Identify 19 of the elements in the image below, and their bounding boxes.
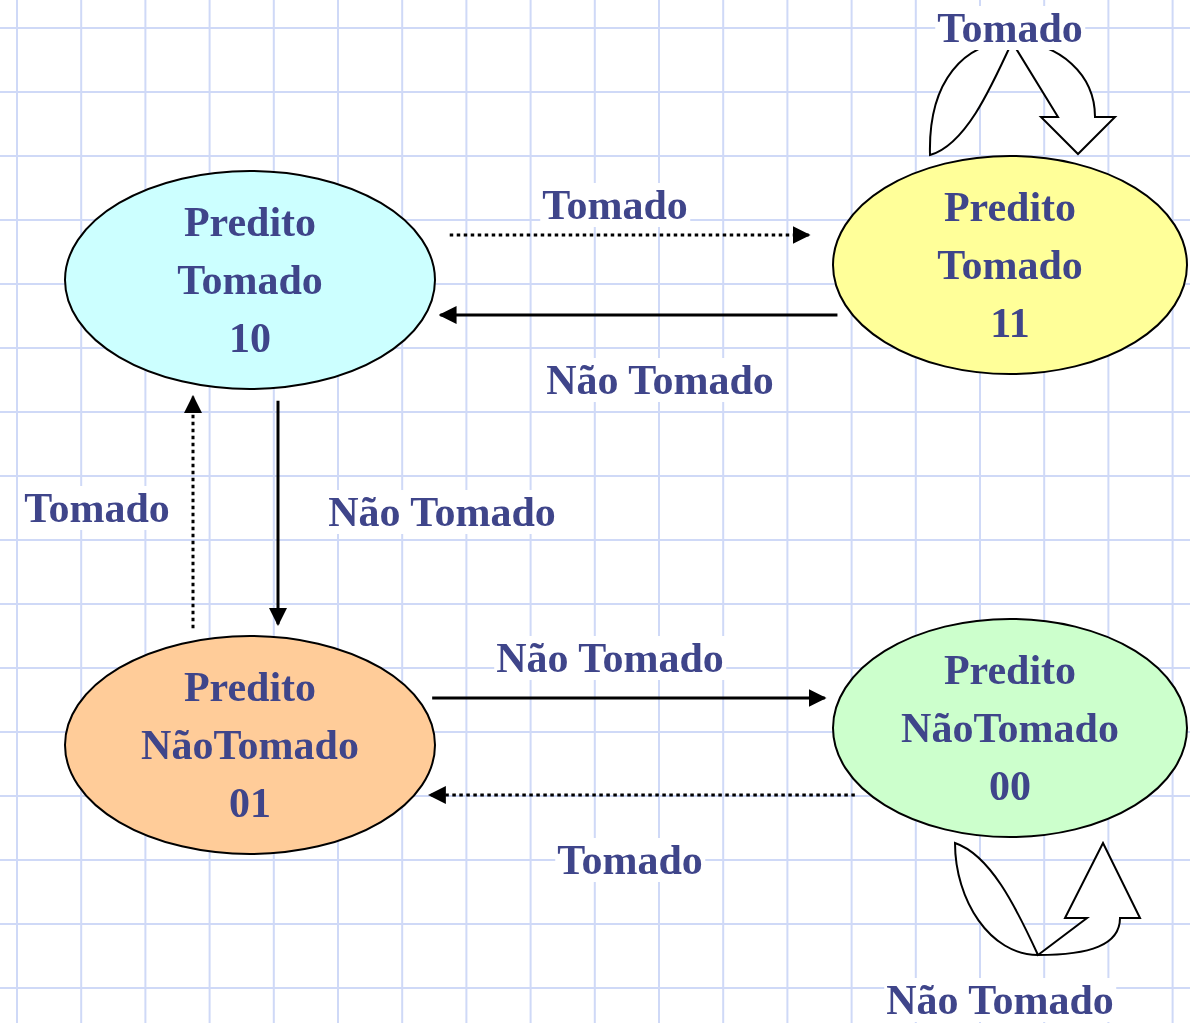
state-label: Predito NãoTomado 00 [901,646,1119,811]
dotted-arrow [184,394,202,629]
edge-label: Tomado [540,183,690,227]
edge-label: Tomado [555,838,705,882]
arrow [269,400,287,627]
arrow [432,689,827,707]
edge-label: Não Tomado [544,358,776,402]
dotted-arrow [449,226,811,244]
dotted-arrow [427,786,855,804]
arrow [438,306,838,324]
state-label: Predito NãoTomado 01 [141,663,359,828]
state-label: Predito Tomado 10 [177,198,323,363]
loop-block-arrow [954,842,1141,956]
edge-label: Tomado [935,6,1085,50]
edge-label: Não Tomado [494,636,726,680]
edge-label: Não Tomado [884,978,1116,1022]
state-label: Predito Tomado 11 [937,183,1083,348]
edge-label: Tomado [22,486,172,530]
edge-label: Não Tomado [326,490,558,534]
